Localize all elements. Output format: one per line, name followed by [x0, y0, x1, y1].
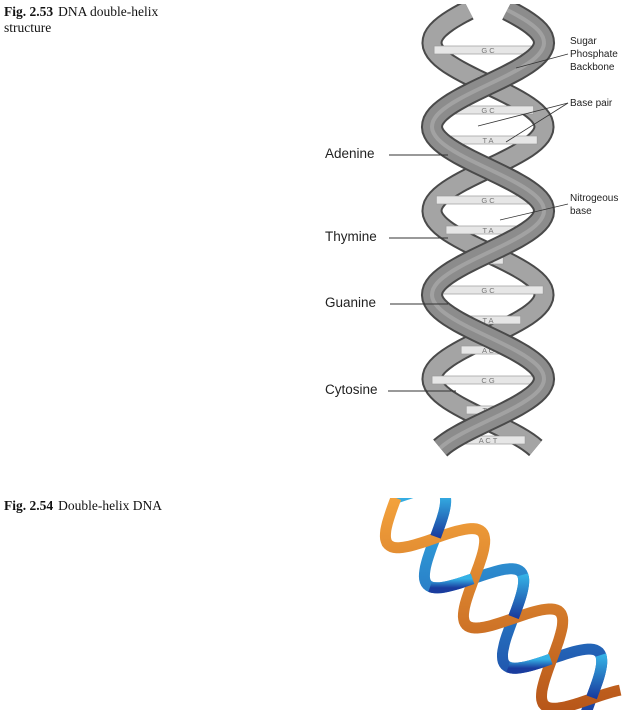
- label-guanine: Guanine: [325, 295, 376, 310]
- base-pair-letters: T A: [482, 226, 493, 235]
- base-pair-letters: T A: [482, 316, 493, 325]
- dna-ribbon-image: [379, 498, 622, 710]
- label-adenine: Adenine: [325, 146, 375, 161]
- leader-line: [477, 102, 569, 127]
- base-pair-letters: T A: [482, 136, 493, 145]
- label-base-pair: Base pair: [570, 98, 613, 109]
- label-nitrogeous-line1: Nitrogeous: [570, 193, 618, 204]
- base-pair-letters: G C: [481, 196, 495, 205]
- label-sugar-line1: Sugar: [570, 36, 597, 47]
- base-pair-letters: G C: [481, 46, 495, 55]
- base-pair-letters: G C: [481, 106, 495, 115]
- figure-number: Fig. 2.54: [4, 498, 54, 513]
- ribbon-crossover: [586, 653, 608, 700]
- leader-line: [499, 203, 569, 221]
- label-sugar-line2: Phosphate: [570, 49, 618, 60]
- leader-line: [505, 102, 569, 143]
- figure-caption-text: Double-helix DNA: [58, 498, 162, 513]
- backbone-highlight: [429, 8, 547, 450]
- figure-caption-text: DNA double-helix structure: [4, 4, 159, 35]
- base-pair-letters: C G: [481, 376, 495, 385]
- label-nitrogeous-line2: base: [570, 206, 592, 217]
- ribbon-crossover: [430, 498, 452, 539]
- label-thymine: Thymine: [325, 229, 377, 244]
- figure-number: Fig. 2.53: [4, 4, 54, 19]
- ribbon-strand-blue: [396, 498, 608, 710]
- dna-ribbon-strands: [379, 498, 622, 710]
- figure-caption-2-54: Fig. 2.54 Double-helix DNA: [4, 498, 174, 514]
- label-cytosine: Cytosine: [325, 382, 378, 397]
- label-sugar-line3: Backbone: [570, 62, 615, 73]
- ribbon-crossover: [506, 653, 553, 674]
- leader-line: [515, 53, 569, 69]
- ribbon-crossover: [428, 573, 475, 594]
- base-pair-letters: A C T: [479, 436, 498, 445]
- dna-diagram: G CT AG CT AG CT AA CG CT AA CC GT AA C …: [325, 4, 618, 457]
- base-pair-letters: G C: [481, 286, 495, 295]
- base-pair-letters: A C: [482, 346, 495, 355]
- dna-helix-illustration: G CT AG CT AG CT AA CG CT AA CC GT AA C …: [420, 4, 556, 457]
- ribbon-strand-orange: [379, 498, 622, 710]
- ribbon-crossover: [508, 573, 530, 620]
